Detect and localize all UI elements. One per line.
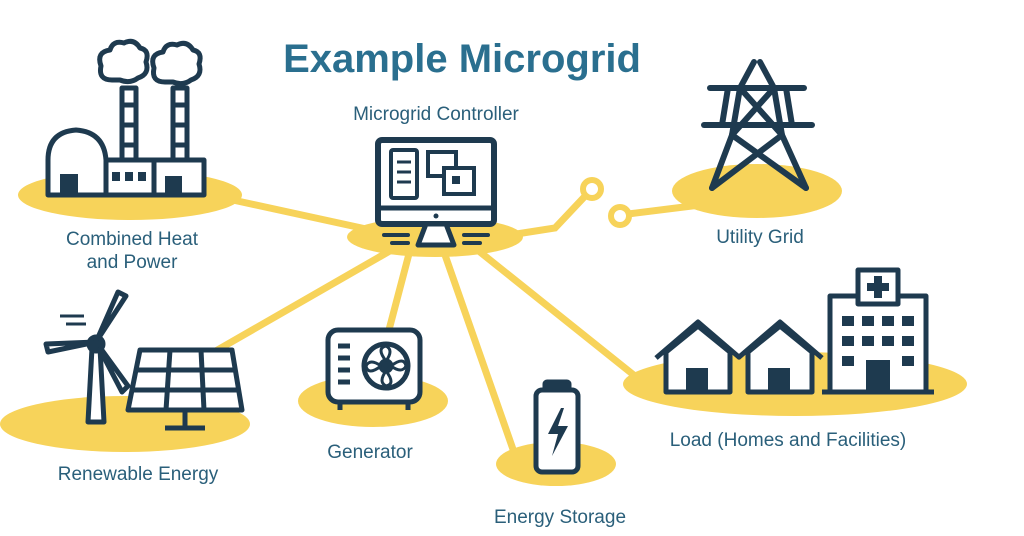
battery-icon xyxy=(533,379,581,475)
line-controller-storage xyxy=(441,251,519,459)
label-generator: Generator xyxy=(327,442,413,463)
connector-ring-2 xyxy=(608,204,632,228)
label-renewable: Renewable Energy xyxy=(58,464,219,485)
transmission-tower-icon xyxy=(701,59,815,191)
hospital-icon xyxy=(822,267,934,395)
label-chp-line2: and Power xyxy=(87,252,179,273)
house-icon-2 xyxy=(736,319,824,395)
connector-ring-1 xyxy=(580,177,604,201)
diagram-title: Example Microgrid xyxy=(283,37,641,81)
label-utility: Utility Grid xyxy=(716,227,804,248)
controller-monitor-icon xyxy=(375,137,497,248)
label-storage: Energy Storage xyxy=(494,507,626,528)
label-load: Load (Homes and Facilities) xyxy=(670,430,907,451)
house-icon-1 xyxy=(654,319,742,395)
platform-utility xyxy=(672,164,842,218)
wind-turbine-icon xyxy=(43,289,131,425)
label-chp-line1: Combined Heat xyxy=(66,229,199,250)
label-controller: Microgrid Controller xyxy=(353,104,519,125)
factory-icon xyxy=(45,38,207,198)
solar-panel-icon xyxy=(125,347,245,431)
line-controller-load xyxy=(471,244,644,384)
line-controller-utility xyxy=(506,189,592,239)
line-controller-renewable xyxy=(196,244,399,364)
generator-icon xyxy=(325,327,423,410)
